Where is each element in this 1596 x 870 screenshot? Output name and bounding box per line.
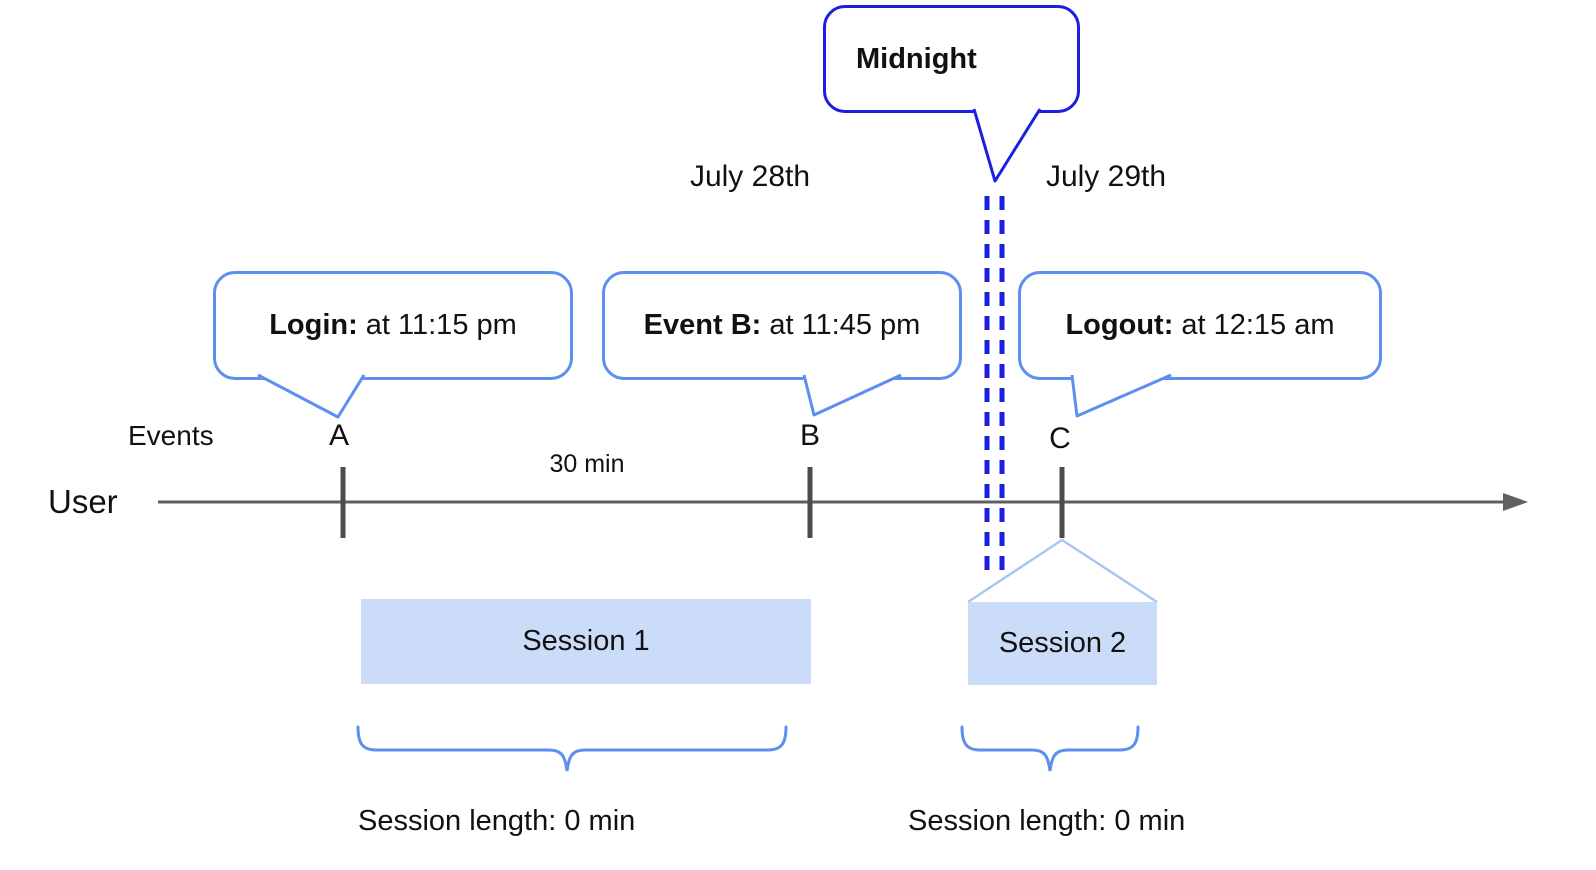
session-2-box: Session 2	[968, 602, 1157, 685]
logout-time: at 12:15 am	[1181, 309, 1335, 341]
logout-callout-tail	[1070, 373, 1172, 418]
logout-label: Logout:	[1065, 309, 1174, 341]
interval-label: 30 min	[549, 450, 625, 478]
events-row-label: Events	[128, 420, 214, 451]
event-b-callout-tail	[802, 373, 902, 417]
event-b-letter: B	[799, 419, 820, 452]
session-1-label: Session 1	[522, 625, 650, 657]
event-b-time: at 11:45 pm	[769, 309, 921, 341]
user-row-label: User	[48, 483, 118, 520]
login-label: Login:	[269, 309, 358, 341]
midnight-label: Midnight	[856, 42, 977, 75]
session-2-label: Session 2	[998, 627, 1127, 659]
login-callout-tail	[257, 373, 366, 419]
date-july-28: July 28th	[689, 160, 811, 193]
logout-callout: Logout: at 12:15 am	[1018, 271, 1382, 380]
session-1-length-label: Session length: 0 min	[358, 805, 636, 837]
login-callout: Login: at 11:15 pm	[213, 271, 573, 380]
session-2-funnel	[967, 538, 1158, 604]
date-july-29: July 29th	[1045, 160, 1167, 193]
midnight-callout: Midnight	[823, 5, 1080, 113]
session-2-brace	[960, 725, 1140, 772]
timeline-arrowhead-icon	[1503, 493, 1528, 511]
session-1-brace	[356, 725, 788, 772]
event-a-letter: A	[328, 419, 349, 452]
event-b-callout: Event B: at 11:45 pm	[602, 271, 962, 380]
session-2-length-label: Session length: 0 min	[908, 805, 1186, 837]
event-b-label: Event B:	[643, 309, 762, 341]
event-c-letter: C	[1049, 422, 1071, 455]
session-1-box: Session 1	[361, 599, 811, 684]
login-time: at 11:15 pm	[365, 309, 517, 341]
